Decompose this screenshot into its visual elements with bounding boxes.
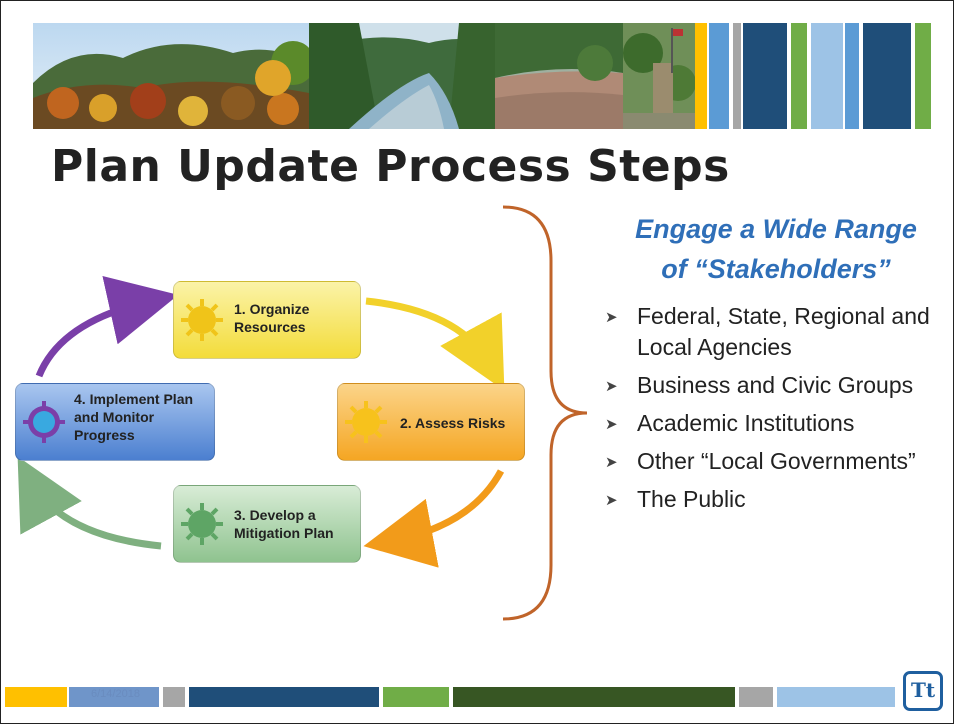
- stripe-yellow: [695, 23, 707, 129]
- memorial-photo: [623, 23, 695, 129]
- engage-heading-line1: Engage a Wide Range: [635, 214, 917, 244]
- cycle-arrows: [17, 275, 505, 568]
- stripe-green: [791, 23, 807, 129]
- arrow-bullet-icon: ➤: [605, 492, 618, 509]
- step-develop-box: 3. Develop a Mitigation Plan: [173, 485, 361, 563]
- stripe-navy-2: [863, 23, 911, 129]
- stripe-blue-2: [845, 23, 859, 129]
- stripe-green-2: [915, 23, 931, 129]
- curly-bracket: [502, 205, 588, 621]
- footer-seg-gray: [163, 687, 185, 707]
- step-organize-label: 1. Organize Resources: [234, 301, 310, 335]
- stripe-navy: [743, 23, 787, 129]
- stripe-light-blue: [811, 23, 843, 129]
- arrow-bullet-icon: ➤: [605, 309, 618, 326]
- stakeholder-text: Business and Civic Groups: [637, 372, 914, 398]
- footer-seg-pale-blue: [777, 687, 895, 707]
- stripe-gray: [733, 23, 741, 129]
- blue-sun-icon: [23, 401, 65, 443]
- footer-seg-green: [383, 687, 449, 707]
- yellow-sun-icon: [181, 299, 223, 341]
- footer-seg-navy: [189, 687, 379, 707]
- step-develop-label: 3. Develop a Mitigation Plan: [234, 507, 334, 541]
- stakeholder-text: Federal, State, Regional and Local Agenc…: [637, 303, 930, 360]
- footer-date: 6/14/2018: [91, 688, 140, 700]
- orange-sun-icon: [345, 401, 387, 443]
- arrow-to-assess: [365, 297, 505, 391]
- arrow-bullet-icon: ➤: [605, 416, 618, 433]
- list-item: ➤ The Public: [605, 484, 945, 515]
- step-implement-box: 4. Implement Plan and Monitor Progress: [15, 383, 215, 461]
- footer-seg-light-blue: [69, 687, 159, 707]
- step-implement-label: 4. Implement Plan and Monitor Progress: [74, 391, 194, 443]
- engage-heading-line2: of “Stakeholders”: [661, 254, 891, 284]
- green-sun-icon: [181, 503, 223, 545]
- footer-seg-dark-green: [453, 687, 735, 707]
- stripe-blue: [709, 23, 729, 129]
- list-item: ➤ Other “Local Governments”: [605, 446, 945, 477]
- slide-title: Plan Update Process Steps: [51, 141, 730, 192]
- arrow-to-organize: [35, 275, 179, 378]
- stakeholder-text: Academic Institutions: [637, 410, 855, 436]
- step-assess-box: 2. Assess Risks: [337, 383, 525, 461]
- tetra-tech-logo: Tt: [903, 671, 943, 711]
- river-photo: [309, 23, 495, 129]
- list-item: ➤ Business and Civic Groups: [605, 370, 945, 401]
- arrow-to-implement: [17, 456, 162, 550]
- footer-bar: [5, 687, 895, 707]
- arrow-bullet-icon: ➤: [605, 454, 618, 471]
- footer-seg-gray-2: [739, 687, 773, 707]
- banner-photos: [33, 23, 695, 129]
- arrow-bullet-icon: ➤: [605, 378, 618, 395]
- stakeholder-text: The Public: [637, 486, 746, 512]
- stakeholder-list: ➤ Federal, State, Regional and Local Agen…: [605, 301, 945, 522]
- footer-seg-yellow: [5, 687, 67, 707]
- stakeholder-text: Other “Local Governments”: [637, 448, 916, 474]
- step-organize-box: 1. Organize Resources: [173, 281, 361, 359]
- mountain-photo: [33, 23, 309, 129]
- banner-stripes: [695, 23, 935, 129]
- step-assess-label: 2. Assess Risks: [400, 415, 506, 431]
- arrow-to-develop: [363, 469, 505, 568]
- flood-photo: [495, 23, 623, 129]
- list-item: ➤ Academic Institutions: [605, 408, 945, 439]
- engage-heading: Engage a Wide Range of “Stakeholders”: [601, 209, 951, 289]
- list-item: ➤ Federal, State, Regional and Local Agen…: [605, 301, 945, 363]
